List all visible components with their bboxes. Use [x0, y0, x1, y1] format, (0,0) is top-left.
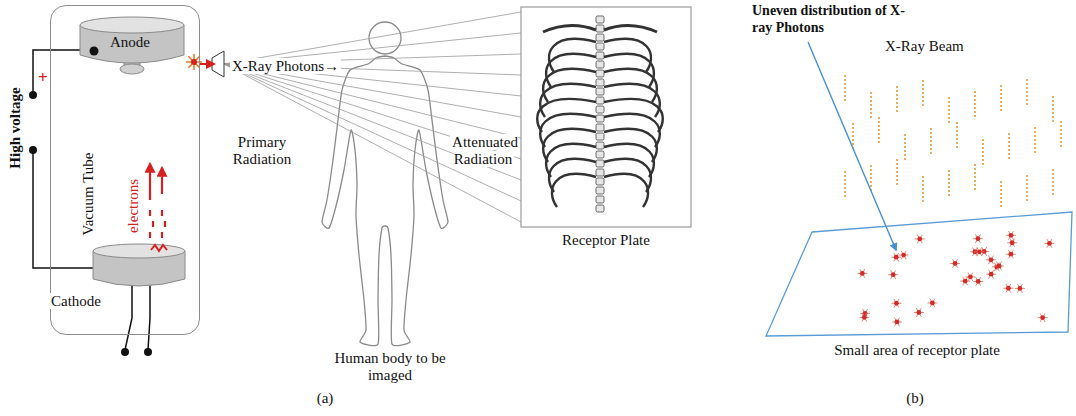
node-label: Receptor Plate — [562, 232, 650, 248]
label-box: X-Ray Photons→ — [230, 58, 341, 75]
receptor-plate-area: Small area of receptor plate — [760, 204, 1074, 362]
text-label: X-Ray Beam — [885, 38, 964, 54]
label-box: Uneven distribution of X-ray Photons — [752, 2, 922, 36]
label-box: High voltage — [7, 87, 24, 168]
photon-arrow — [200, 63, 214, 65]
rib-cage — [537, 16, 663, 212]
text-label: X-Ray Photons→ — [230, 58, 341, 74]
electron-flow — [150, 164, 165, 238]
label-box: Attenuated Radiation — [446, 134, 522, 169]
text-label: Human body to be imaged — [334, 350, 445, 383]
label-box: (a) — [305, 390, 345, 407]
vacuum-tube: Vacuum Tube AnodeCathode — [50, 5, 200, 335]
node-label: Cathode — [49, 293, 103, 309]
cathode: Cathode — [71, 239, 191, 319]
node-label: Anode — [110, 34, 150, 50]
receptor-plate: Receptor Plate — [520, 6, 692, 252]
xray-beam-streaks — [845, 75, 1061, 207]
xray-rays — [224, 12, 521, 222]
node-label-box: Receptor Plate — [520, 232, 692, 249]
text-label: Uneven distribution of X-ray Photons — [752, 3, 905, 35]
node-label: Small area of receptor plate — [834, 342, 1000, 358]
label-box: Human body to be imaged — [325, 350, 455, 385]
label-box: (b) — [895, 390, 935, 407]
human-body-outline — [322, 56, 448, 346]
node-label-box: Small area of receptor plate — [760, 342, 1074, 359]
label-box: Primary Radiation — [222, 134, 302, 169]
label-box: electrons — [125, 179, 142, 233]
node-shape — [760, 204, 1074, 338]
text-label: Primary Radiation — [233, 134, 291, 167]
photon-hits — [857, 231, 1054, 326]
hv-wires — [29, 50, 152, 356]
anode: Anode — [76, 15, 188, 83]
node-label-box: Cathode — [49, 293, 103, 310]
text-label: + — [38, 68, 48, 87]
label-box: + — [38, 68, 48, 88]
label-box: X-Ray Beam — [885, 38, 964, 55]
node-label-box: Vacuum Tube — [80, 153, 97, 236]
node-label-box: Anode — [110, 34, 150, 51]
text-label: (a) — [317, 390, 334, 406]
text-label: (b) — [906, 390, 924, 406]
node-label: Vacuum Tube — [80, 153, 96, 236]
text-label: electrons — [125, 179, 141, 233]
text-label: Attenuated Radiation — [450, 134, 518, 167]
node-shape — [520, 6, 692, 228]
text-label: High voltage — [7, 87, 23, 168]
pointer-arrow — [808, 42, 896, 250]
